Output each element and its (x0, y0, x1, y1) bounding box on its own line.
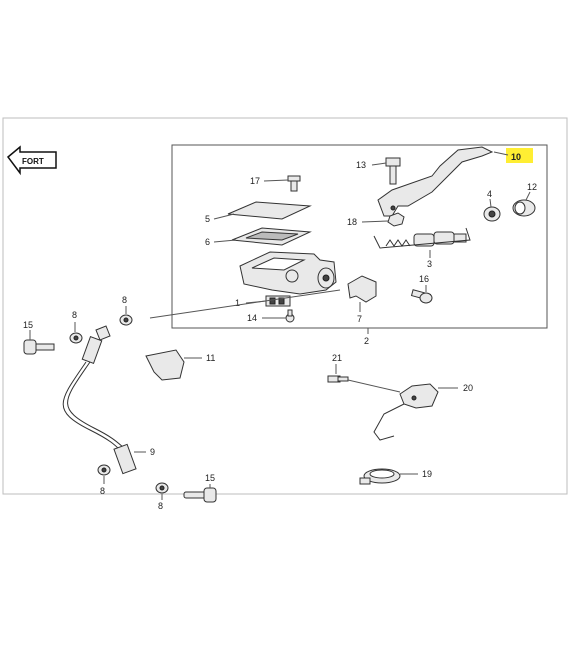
callout-2: 2 (364, 336, 369, 346)
diaphragm-6 (231, 227, 312, 246)
callout-21: 21 (332, 353, 342, 363)
piston-kit-3 (373, 227, 471, 249)
callout-10: 10 (511, 152, 521, 162)
brake-hose (62, 325, 137, 475)
callout-17: 17 (250, 176, 260, 186)
washer-8-upper-left (69, 332, 83, 344)
callout-18: 18 (347, 217, 357, 227)
bolt-15-upper (23, 339, 55, 355)
callout-16: 16 (419, 274, 429, 284)
brake-lever-10 (377, 146, 494, 217)
callout-7: 7 (357, 314, 362, 324)
clamp-7 (347, 275, 377, 303)
callout-1: 1 (235, 298, 240, 308)
assembly-box (171, 144, 548, 329)
reservoir-cap-5 (227, 201, 312, 220)
callout-15b: 15 (205, 473, 215, 483)
callout-10-highlight (506, 148, 533, 163)
bracket-20 (373, 383, 439, 441)
bolt-16 (410, 289, 433, 304)
callout-8d: 8 (158, 501, 163, 511)
master-cylinder-body (239, 251, 337, 295)
hose-clamp-19 (359, 468, 401, 485)
screw-17 (287, 175, 301, 192)
callout-9: 9 (150, 447, 155, 457)
callout-8a: 8 (72, 310, 77, 320)
outer-frame (2, 117, 568, 495)
screw-14 (285, 309, 295, 323)
cover-11 (145, 349, 185, 381)
callout-11: 11 (206, 353, 215, 363)
callout-14: 14 (247, 313, 257, 323)
callout-13: 13 (356, 160, 366, 170)
callout-20: 20 (463, 383, 473, 393)
bolt-15-lower (183, 487, 217, 503)
callout-6: 6 (205, 237, 210, 247)
boot-12 (512, 199, 536, 217)
nut-18 (387, 212, 405, 227)
callout-4: 4 (487, 189, 492, 199)
callout-15a: 15 (23, 320, 33, 330)
cap-4 (483, 206, 501, 222)
washer-8-lower-left (97, 464, 111, 476)
bolt-13 (385, 157, 401, 185)
callout-12: 12 (527, 182, 537, 192)
forward-arrow-icon: FORT (6, 145, 57, 176)
washer-8-upper (119, 314, 133, 326)
washer-8-lower (155, 482, 169, 494)
callout-3: 3 (427, 259, 432, 269)
screw-21 (327, 375, 349, 383)
callout-19: 19 (422, 469, 432, 479)
callout-8b: 8 (122, 295, 127, 305)
callout-5: 5 (205, 214, 210, 224)
callout-8c: 8 (100, 486, 105, 496)
forward-badge-text: FORT (22, 157, 44, 166)
